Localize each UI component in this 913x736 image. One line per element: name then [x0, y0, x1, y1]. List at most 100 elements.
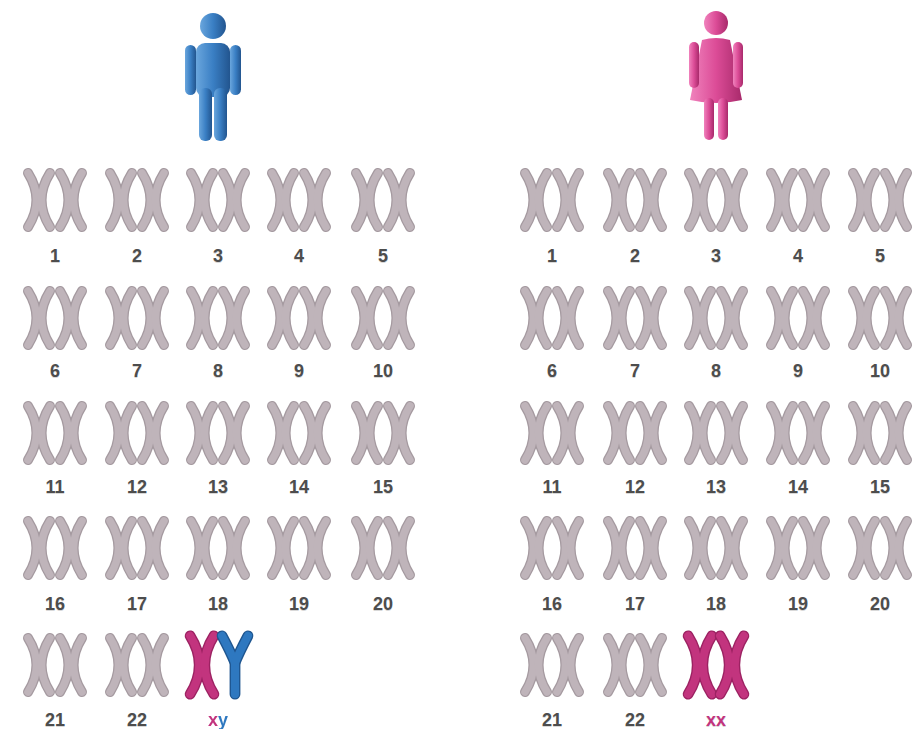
chromatid — [785, 406, 794, 460]
chromosome-number: 3 — [711, 247, 721, 265]
chromosome — [640, 173, 662, 227]
chromatid — [28, 173, 37, 227]
chromosome — [721, 173, 743, 227]
chromosome-number: 14 — [788, 478, 808, 496]
chromatid — [60, 173, 69, 227]
chromosome — [640, 521, 662, 575]
chromatid — [402, 291, 411, 345]
chromatid — [318, 173, 327, 227]
chromatid — [622, 291, 631, 345]
chromatid — [28, 406, 37, 460]
chromatid — [608, 638, 617, 692]
chromatid — [74, 173, 83, 227]
chromosome — [191, 291, 213, 345]
chromatid — [110, 291, 119, 345]
chromosome-number: 4 — [793, 247, 803, 265]
chromatid — [539, 521, 548, 575]
chromatid — [28, 291, 37, 345]
chromosome — [689, 406, 711, 460]
chromatid — [539, 521, 548, 575]
chromatid — [235, 636, 248, 663]
chromatid — [223, 291, 232, 345]
chromatid — [304, 406, 313, 460]
chromatid — [110, 521, 119, 575]
chromatid — [525, 521, 534, 575]
chromatid — [817, 173, 826, 227]
chromatid — [356, 173, 365, 227]
chromatid — [539, 173, 548, 227]
chromatid — [356, 521, 365, 575]
chromatid — [771, 521, 780, 575]
chromatid — [205, 291, 214, 345]
chromatid — [156, 521, 165, 575]
chromosome — [223, 173, 245, 227]
chromosome — [557, 638, 579, 692]
chromatid — [539, 291, 548, 345]
chromatid — [803, 406, 812, 460]
chromatid — [286, 291, 295, 345]
chromatid — [60, 638, 69, 692]
chromatid — [640, 406, 649, 460]
chromosome — [689, 521, 711, 575]
chromatid — [191, 406, 200, 460]
chromatid — [205, 521, 214, 575]
chromatid — [654, 521, 663, 575]
chromatid — [318, 173, 327, 227]
chromatid — [142, 291, 151, 345]
chromosome-group — [28, 173, 907, 694]
chromosome-number: 14 — [289, 478, 309, 496]
chromatid — [721, 291, 730, 345]
chromatid — [388, 521, 397, 575]
chromatid — [771, 291, 780, 345]
chromatid — [608, 521, 617, 575]
chromatid — [640, 521, 649, 575]
chromatid — [703, 291, 712, 345]
chromosome — [721, 521, 743, 575]
chromatid — [622, 521, 631, 575]
chromatid — [223, 521, 232, 575]
chromatid — [785, 291, 794, 345]
chromatid — [60, 173, 69, 227]
chromatid — [304, 521, 313, 575]
chromatid — [867, 406, 876, 460]
chromatid — [571, 173, 580, 227]
chromatid — [388, 291, 397, 345]
chromosome — [689, 291, 711, 345]
chromosome — [110, 173, 132, 227]
chromatid — [622, 521, 631, 575]
chromosome — [272, 521, 294, 575]
chromatid — [110, 173, 119, 227]
chromosome-number: 19 — [289, 595, 309, 613]
chromatid — [74, 406, 83, 460]
chromatid — [867, 291, 876, 345]
chromosome-number: 5 — [378, 247, 388, 265]
chromatid — [885, 173, 894, 227]
chromosome — [388, 406, 410, 460]
chromatid — [853, 291, 862, 345]
chromatid — [867, 291, 876, 345]
chromatid — [356, 173, 365, 227]
chromosome — [557, 291, 579, 345]
chromosome — [640, 291, 662, 345]
chromosome-number: 21 — [45, 711, 65, 729]
chromatid — [402, 521, 411, 575]
chromatid — [803, 291, 812, 345]
chromosome — [803, 173, 825, 227]
chromosome — [525, 638, 547, 692]
chromatid — [402, 521, 411, 575]
chromatid — [237, 521, 246, 575]
chromatid — [771, 173, 780, 227]
chromatid — [402, 406, 411, 460]
chromatid — [571, 291, 580, 345]
chromatid — [156, 291, 165, 345]
chromosome — [557, 521, 579, 575]
chromatid — [42, 406, 51, 460]
chromosome — [608, 173, 630, 227]
chromosome-number: 10 — [870, 362, 890, 380]
chromatid — [735, 521, 744, 575]
chromatid — [237, 406, 246, 460]
chromatid — [156, 521, 165, 575]
chromatid — [223, 173, 232, 227]
chromosome-number: 7 — [630, 362, 640, 380]
chromatid — [42, 173, 51, 227]
